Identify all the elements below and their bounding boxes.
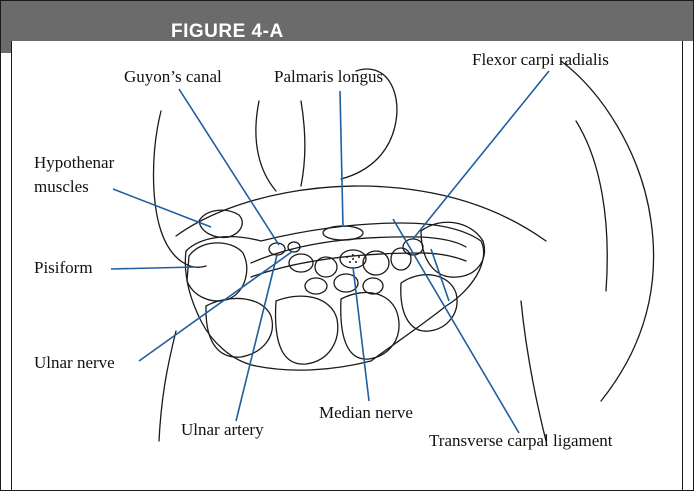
pisiform-bone bbox=[187, 243, 247, 301]
label-flexor-carpi-radialis: Flexor carpi radialis bbox=[472, 50, 609, 70]
carpal-bone-2 bbox=[276, 296, 338, 364]
label-hypothenar-line2: muscles bbox=[34, 177, 89, 197]
label-median-nerve: Median nerve bbox=[319, 403, 413, 423]
thumb-outline bbox=[256, 101, 305, 191]
leader-median-nerve bbox=[353, 267, 369, 401]
hypothenar-mass bbox=[199, 210, 242, 237]
tendon bbox=[363, 278, 383, 294]
forearm-outline-right bbox=[561, 61, 654, 401]
lower-arm-right bbox=[521, 301, 546, 441]
leader-hypothenar bbox=[113, 189, 211, 227]
leader-guyons-canal bbox=[179, 89, 279, 245]
label-palmaris-longus: Palmaris longus bbox=[274, 67, 383, 87]
forearm-inner bbox=[576, 121, 607, 291]
tendon bbox=[315, 257, 337, 277]
hand-outline-left bbox=[154, 111, 207, 267]
leader-flexor-carpi-radialis bbox=[413, 71, 549, 239]
carpal-bone-1 bbox=[206, 298, 272, 357]
ulnar-nerve-vessel bbox=[288, 242, 300, 252]
palmaris-longus-tendon bbox=[323, 226, 363, 240]
leader-pisiform bbox=[111, 267, 196, 269]
label-ulnar-artery: Ulnar artery bbox=[181, 420, 264, 440]
label-ulnar-nerve: Ulnar nerve bbox=[34, 353, 115, 373]
lower-arm-left bbox=[159, 331, 176, 441]
palm-curve bbox=[176, 186, 546, 241]
label-guyons-canal: Guyon’s canal bbox=[124, 67, 222, 87]
leader-palmaris-longus bbox=[340, 91, 343, 227]
tendon bbox=[391, 248, 411, 270]
tendon bbox=[305, 278, 327, 294]
label-transverse-carpal-ligament: Transverse carpal ligament bbox=[429, 431, 612, 451]
carpal-bone-3 bbox=[341, 293, 399, 360]
carpal-bone-4 bbox=[401, 275, 457, 331]
label-hypothenar-line1: Hypothenar bbox=[34, 153, 114, 173]
leader-ulnar-artery bbox=[236, 255, 277, 421]
label-pisiform: Pisiform bbox=[34, 258, 93, 278]
